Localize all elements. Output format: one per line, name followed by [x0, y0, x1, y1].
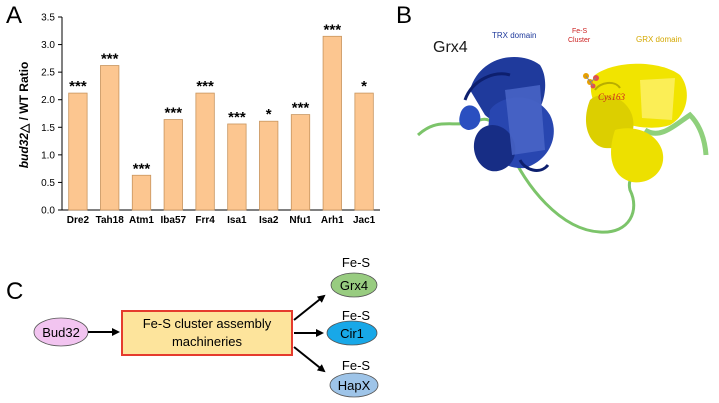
bar-jac1 [354, 92, 374, 211]
y-axis-label: bud32△ / WT Ratio [17, 62, 31, 169]
x-tick-label: Jac1 [353, 215, 376, 226]
x-tick-label: Nfu1 [289, 215, 312, 226]
y-tick-label: 3.0 [41, 40, 55, 51]
panel-b-label: B [396, 2, 413, 29]
x-tick-label: Isa1 [227, 215, 247, 226]
trx-domain [459, 57, 554, 172]
bud32-label: Bud32 [42, 325, 80, 340]
target-cir1: Fe-S Cir1 [326, 308, 378, 346]
x-tick-label: Iba57 [161, 215, 187, 226]
significance-mark: * [361, 78, 367, 95]
trx-domain-label: TRX domain [492, 31, 536, 40]
hapx-node [329, 372, 379, 398]
bar-arh1 [322, 35, 342, 211]
target-grx4-cofactor: Fe-S [342, 255, 371, 270]
fes-cluster [583, 73, 599, 89]
significance-mark: *** [69, 78, 87, 95]
significance-mark: *** [292, 100, 310, 117]
target-cir1-cofactor: Fe-S [342, 308, 371, 323]
x-tick-label: Isa2 [259, 215, 279, 226]
target-grx4: Fe-S Grx4 [330, 255, 378, 298]
x-tick-label: Atm1 [129, 215, 154, 226]
y-tick-label: 3.5 [41, 13, 55, 24]
y-tick-label: 1.5 [41, 123, 55, 134]
significance-mark: *** [101, 51, 119, 68]
significance-mark: *** [228, 109, 246, 126]
cir1-node [326, 320, 378, 346]
machinery-line2: machineries [172, 334, 243, 349]
grx4-node [330, 272, 378, 298]
machinery-line1: Fe-S cluster assembly [143, 316, 272, 331]
significance-mark: *** [165, 105, 183, 122]
y-tick-label: 2.5 [41, 68, 55, 79]
bar-isa1 [227, 123, 247, 211]
bar-frr4 [195, 92, 215, 211]
y-tick-label: 0.5 [41, 178, 55, 189]
bar-dre2 [68, 92, 88, 211]
y-tick-label: 2.0 [41, 95, 55, 106]
significance-mark: *** [196, 78, 214, 95]
target-cir1-name: Cir1 [340, 326, 364, 341]
bar-nfu1 [290, 114, 311, 211]
machinery-box [121, 310, 293, 356]
target-grx4-name: Grx4 [340, 278, 368, 293]
bar-iba57 [163, 119, 183, 211]
arrow-to-hapx [293, 346, 326, 373]
y-tick-label: 0.0 [41, 206, 55, 217]
pathway-diagram: Bud32 Fe-S cluster assembly machineries … [33, 255, 379, 398]
significance-mark: *** [133, 160, 151, 177]
bar-isa2 [259, 120, 279, 211]
target-hapx-cofactor: Fe-S [342, 358, 371, 373]
bar-atm1 [131, 174, 152, 211]
x-tick-label: Dre2 [67, 215, 90, 226]
x-tick-label: Tah18 [96, 215, 125, 226]
significance-mark: *** [324, 21, 342, 38]
grx4-title: Grx4 [433, 39, 468, 56]
x-tick-label: Frr4 [195, 215, 215, 226]
x-tick-label: Arh1 [321, 215, 344, 226]
bar-tah18 [100, 65, 120, 211]
arrow-to-grx4 [293, 294, 326, 321]
target-hapx: Fe-S HapX [329, 358, 379, 398]
grx-domain [585, 63, 687, 183]
fes-cluster-label-1: Fe-S [572, 28, 588, 35]
y-axis-label-rest: △ / WT Ratio [17, 62, 31, 134]
target-hapx-name: HapX [338, 378, 371, 393]
protein-structure-image: Grx4 TRX domain GRX domain Fe-S Cluster … [416, 28, 709, 234]
chart-bars [68, 35, 374, 211]
panel-a-label: A [6, 2, 23, 29]
cys163-label: Cys163 [598, 92, 626, 102]
fes-cluster-label-2: Cluster [568, 37, 591, 44]
grx-domain-label: GRX domain [636, 35, 682, 44]
significance-mark: * [266, 106, 272, 123]
y-axis-label-italic: bud32 [17, 133, 31, 169]
c-terminal-tail [643, 111, 709, 156]
panel-c-label: C [6, 278, 24, 305]
y-tick-label: 1.0 [41, 150, 55, 161]
